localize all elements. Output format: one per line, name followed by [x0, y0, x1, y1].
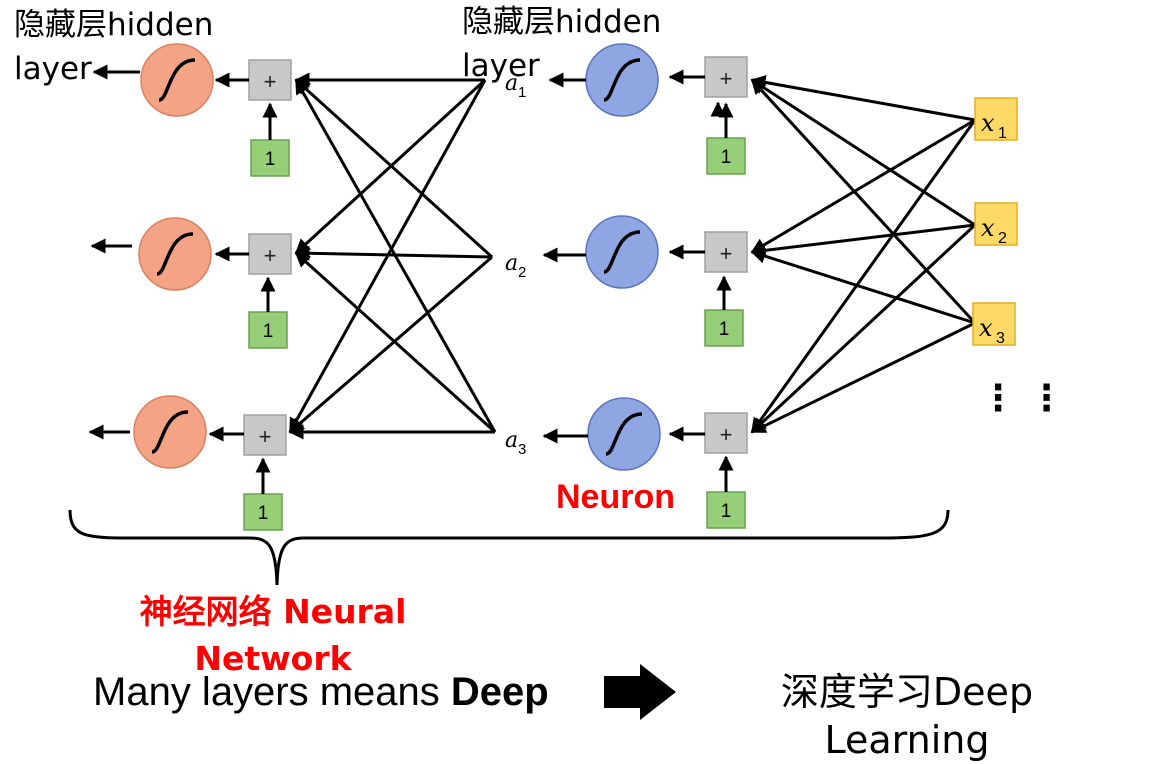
- sigmoid-icon: [133, 395, 207, 469]
- ellipsis: ⋮ ⋮: [980, 378, 1065, 419]
- adder-label: +: [259, 424, 272, 449]
- sigmoid-icon: [140, 43, 214, 117]
- adder-box: [243, 414, 287, 456]
- deep-learning-label: 深度学习Deep Learning: [780, 670, 1034, 762]
- input-sub: 2: [998, 230, 1007, 247]
- sigmoid-icon: [587, 397, 661, 471]
- input-var: x: [981, 109, 995, 137]
- input-x1: x 1: [974, 97, 1018, 142]
- adder-label: +: [264, 243, 277, 268]
- adder-label: +: [720, 66, 733, 91]
- neuron-left-1: 1 +: [92, 43, 292, 177]
- output-a2: a: [505, 251, 518, 276]
- neural-network-label: 神经网络 Neural Network: [139, 592, 407, 678]
- neuron-label: Neuron: [556, 478, 675, 516]
- bias-box: [250, 139, 290, 177]
- sigmoid-icon: [138, 217, 212, 291]
- adder-box: [248, 233, 292, 275]
- bias-label: 1: [265, 149, 276, 170]
- bias-label: 1: [258, 503, 269, 524]
- input-connections: [750, 75, 977, 434]
- neuron-mid-3: 1 +: [542, 397, 748, 529]
- input-sub: 3: [996, 330, 1005, 347]
- bias-label: 1: [721, 147, 732, 168]
- curly-brace: [68, 509, 950, 586]
- output-a3: a: [505, 428, 518, 453]
- bias-label: 1: [721, 501, 732, 522]
- output-a1-sub: 1: [518, 84, 526, 101]
- input-x3: x 3: [972, 302, 1016, 347]
- hidden-connections: [288, 72, 497, 440]
- input-var: x: [979, 314, 993, 342]
- adder-box: [704, 56, 748, 98]
- output-a1: a: [505, 71, 518, 96]
- bias-label: 1: [719, 319, 730, 340]
- output-a3-sub: 3: [518, 441, 526, 458]
- input-var: x: [981, 214, 995, 242]
- adder-label: +: [264, 69, 277, 94]
- neuron-left-3: 1 +: [88, 395, 287, 531]
- neuron-mid-2: 1 +: [542, 215, 748, 347]
- input-sub: 1: [998, 125, 1007, 142]
- many-layers-caption: Many layers means Deep: [93, 670, 549, 715]
- bias-box: [704, 309, 744, 347]
- adder-label: +: [720, 241, 733, 266]
- deep-word: Deep: [450, 670, 549, 714]
- many-layers-prefix: Many layers means: [93, 670, 451, 714]
- adder-box: [704, 231, 748, 273]
- big-arrow-icon: [604, 664, 676, 720]
- sigmoid-icon: [585, 215, 659, 289]
- bias-box: [243, 493, 283, 531]
- input-x2: x 2: [974, 202, 1018, 247]
- hidden-layer-label-mid: 隐藏层hidden layer: [462, 4, 662, 84]
- bias-label: 1: [263, 321, 274, 342]
- neuron-left-2: 1 +: [90, 217, 292, 349]
- neuron-mid-1: 1 +: [548, 43, 748, 175]
- adder-label: +: [720, 422, 733, 447]
- hidden-layer-label-left: 隐藏层hidden layer: [14, 7, 214, 87]
- output-a2-sub: 2: [518, 264, 526, 281]
- adder-box: [248, 59, 292, 101]
